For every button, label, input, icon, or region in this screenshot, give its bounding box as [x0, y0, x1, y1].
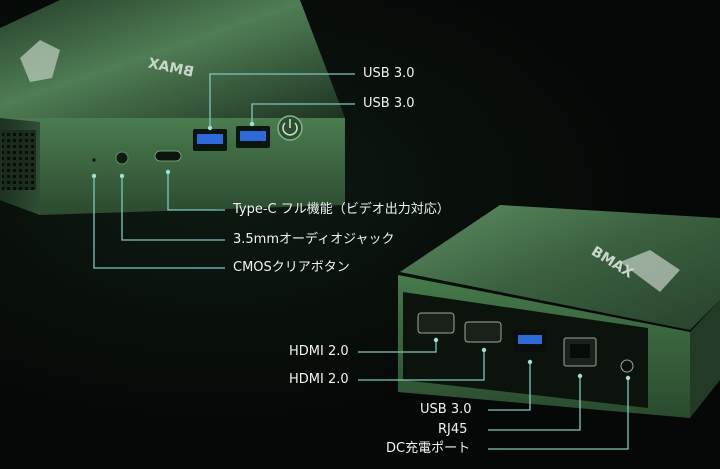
bmax-logo-icon — [20, 40, 60, 82]
label-usb-b: USB 3.0 — [363, 96, 415, 111]
callout-lines — [93, 73, 629, 450]
type-c-port — [154, 150, 182, 162]
label-type-c: Type-C フル機能（ビデオ出力対応） — [233, 202, 450, 217]
mini-pc-rear — [398, 205, 720, 418]
label-usb-a: USB 3.0 — [363, 66, 415, 81]
label-cmos: CMOSクリアボタン — [233, 260, 350, 275]
vent-grille — [2, 130, 36, 190]
hdmi-port-a — [417, 312, 455, 334]
audio-jack-port — [115, 151, 129, 165]
power-icon — [282, 122, 298, 136]
hdmi-port-b — [464, 321, 502, 343]
usb-port-a-tongue — [197, 134, 223, 144]
label-usb-c: USB 3.0 — [420, 402, 472, 417]
bmax-logo-icon-rear — [620, 250, 680, 292]
label-hdmi-b: HDMI 2.0 — [289, 372, 349, 387]
label-hdmi-a: HDMI 2.0 — [289, 344, 349, 359]
device-side-panel-rear — [690, 300, 720, 418]
usb-port-c-tongue — [518, 335, 542, 344]
usb-port-b-tongue — [240, 131, 266, 141]
mini-pc-front — [0, 0, 345, 215]
dc-port — [620, 359, 634, 373]
rj45-port-inner — [570, 344, 590, 358]
label-rj45: RJ45 — [438, 422, 468, 437]
device-top-panel-rear — [400, 205, 720, 330]
device-top-panel — [0, 0, 345, 118]
cmos-button-hole — [92, 158, 96, 162]
callout-dots — [91, 121, 631, 381]
label-audio-jack: 3.5mmオーディオジャック — [233, 232, 395, 247]
label-dc-port: DC充電ポート — [386, 441, 471, 456]
